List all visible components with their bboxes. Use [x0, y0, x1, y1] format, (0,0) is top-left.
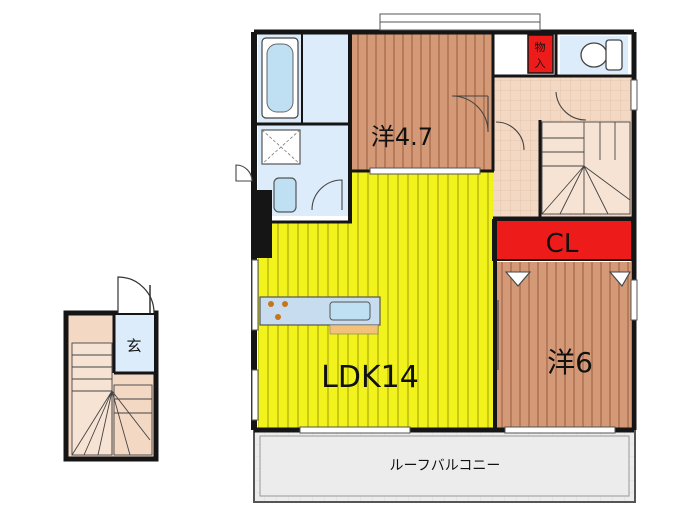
- entrance-unit: 玄: [63, 276, 159, 462]
- storage: 物 入: [527, 34, 554, 74]
- western-room-small-label: 洋4.7: [371, 123, 433, 151]
- stove-icon: [268, 301, 288, 320]
- genkan-area: [114, 315, 154, 373]
- balcony-label: ルーフバルコニー: [390, 458, 501, 474]
- stair-icon: [71, 342, 153, 456]
- western-room-small: [352, 34, 492, 170]
- wet-area: [258, 34, 628, 216]
- closet-label: CL: [546, 229, 579, 259]
- toilet-icon: [560, 36, 628, 74]
- bathtub-icon: [261, 37, 299, 119]
- washing-machine-pan-icon: [261, 129, 301, 165]
- hallway: [493, 77, 631, 219]
- windows: [251, 13, 638, 434]
- closet: CL: [492, 219, 633, 261]
- stair-icon: [541, 121, 631, 215]
- ldk-floor: [258, 135, 538, 430]
- door-swing-icon: [235, 91, 631, 370]
- ldk-label: LDK14: [321, 360, 419, 395]
- storage-label-2: 入: [535, 57, 546, 70]
- western-room-large: [496, 262, 631, 429]
- storage-label-1: 物: [535, 40, 546, 54]
- kitchen-counter: [259, 296, 381, 335]
- roof-balcony: ルーフバルコニー: [253, 429, 636, 503]
- sink-icon: [329, 301, 371, 321]
- western-room-large-label: 洋6: [547, 346, 593, 379]
- washbasin-icon: [273, 177, 297, 213]
- entrance-label: 玄: [126, 337, 141, 355]
- entrance-door-swing-icon: [117, 276, 155, 314]
